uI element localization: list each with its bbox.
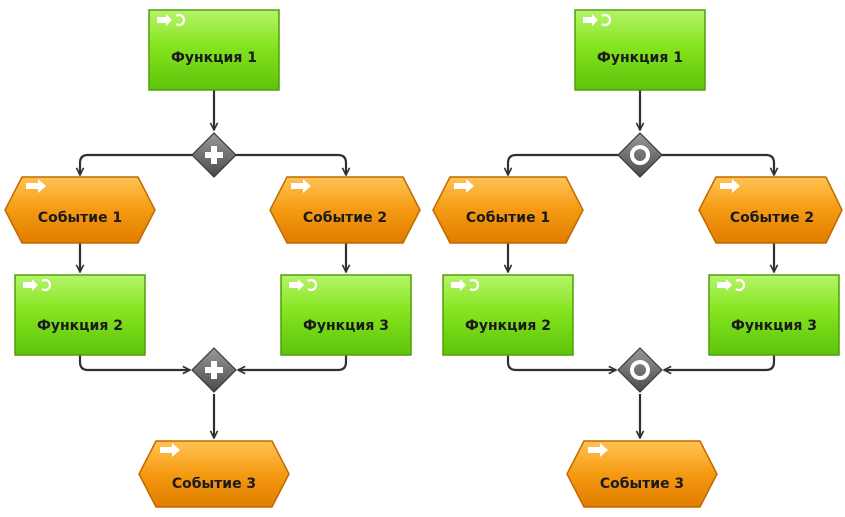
function-box-3[interactable]: Функция 3 [280,274,412,356]
arrow-loop-icon [289,278,318,292]
arrow-function3-to-and-join [238,355,348,370]
event-3-label: Событие 3 [172,476,256,492]
event-3-label: Событие 3 [600,476,684,492]
event-box-3[interactable]: Событие 3 [138,440,290,508]
arrow-right-icon [291,179,311,193]
event-1-label: Событие 1 [38,210,122,226]
event-box-2[interactable]: Событие 2 [269,176,421,244]
event-box-1[interactable]: Событие 1 [432,176,584,244]
and-split-connector[interactable] [191,132,237,178]
function-1-label: Функция 1 [171,50,257,66]
arrow-loop-icon [157,13,186,27]
function-box-2[interactable]: Функция 2 [14,274,146,356]
function-2-label: Функция 2 [37,318,123,334]
arrow-right-icon [588,443,608,457]
function-box-2[interactable]: Функция 2 [442,274,574,356]
arrow-split-to-event1 [508,153,620,175]
arrow-loop-icon [23,278,52,292]
circle-icon [630,360,650,380]
function-box-3[interactable]: Функция 3 [708,274,840,356]
xor-join-connector[interactable] [617,347,663,393]
function-box-1[interactable]: Функция 1 [574,9,706,91]
event-1-label: Событие 1 [466,210,550,226]
connection-lines [508,90,774,438]
arrow-split-to-event2 [234,153,346,175]
event-2-label: Событие 2 [303,210,387,226]
arrow-right-icon [720,179,740,193]
arrow-right-icon [454,179,474,193]
plus-icon [205,146,223,164]
and-join-connector[interactable] [191,347,237,393]
arrow-function3-to-xor-join [664,355,776,370]
event-box-2[interactable]: Событие 2 [698,176,843,244]
diagram-and: Функция 1 Событие 1 Событие 2 [4,9,421,508]
circle-icon [630,145,650,165]
event-2-label: Событие 2 [730,210,814,226]
function-3-label: Функция 3 [731,318,817,334]
event-box-1[interactable]: Событие 1 [4,176,156,244]
arrow-function2-to-and-join [78,355,190,370]
arrow-loop-icon [451,278,480,292]
function-1-label: Функция 1 [597,50,683,66]
arrow-function2-to-xor-join [506,355,616,370]
plus-icon [205,361,223,379]
arrow-split-to-event2 [660,153,774,175]
arrow-split-to-event1 [80,153,194,175]
function-3-label: Функция 3 [303,318,389,334]
arrow-loop-icon [583,13,612,27]
connection-lines [80,90,346,438]
arrow-right-icon [26,179,46,193]
arrow-loop-icon [717,278,746,292]
function-2-label: Функция 2 [465,318,551,334]
arrow-right-icon [160,443,180,457]
diagram-xor: Функция 1 Событие 1 Событие 2 Функция [432,9,843,508]
function-box-1[interactable]: Функция 1 [148,9,280,91]
event-box-3[interactable]: Событие 3 [566,440,718,508]
xor-split-connector[interactable] [617,132,663,178]
